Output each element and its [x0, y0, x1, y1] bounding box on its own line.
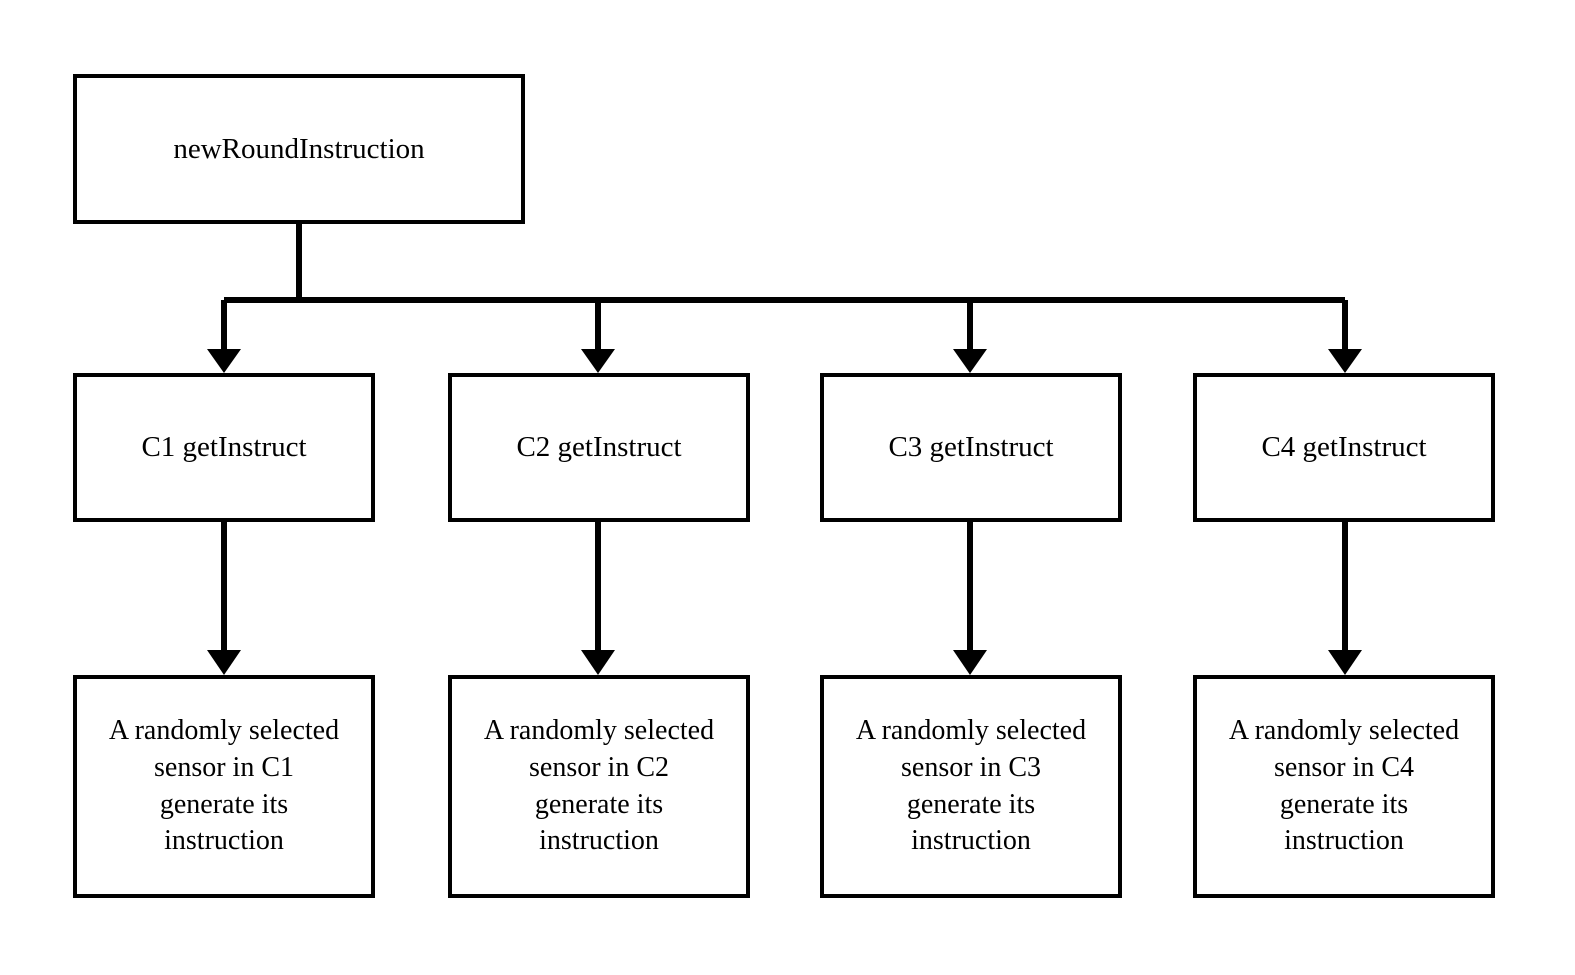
- node-c2-getinstruct[interactable]: C2 getInstruct: [448, 373, 750, 522]
- node-label-c2-getinstruct: C2 getInstruct: [516, 431, 682, 464]
- node-c3-leaf[interactable]: A randomly selected sensor in C3 generat…: [820, 675, 1122, 898]
- arrowhead-c3-leaf: [953, 650, 987, 675]
- node-label-new-round-instruction: newRoundInstruction: [173, 132, 425, 165]
- node-c4-getinstruct[interactable]: C4 getInstruct: [1193, 373, 1495, 522]
- node-label-c1-leaf: A randomly selected sensor in C1 generat…: [108, 714, 340, 857]
- node-new-round-instruction[interactable]: newRoundInstruction: [73, 74, 525, 224]
- arrowhead-c1: [207, 349, 241, 373]
- node-c1-leaf[interactable]: A randomly selected sensor in C1 generat…: [73, 675, 375, 898]
- node-label-c4-getinstruct: C4 getInstruct: [1261, 431, 1427, 464]
- node-label-c1-getinstruct: C1 getInstruct: [141, 431, 307, 464]
- node-c3-getinstruct[interactable]: C3 getInstruct: [820, 373, 1122, 522]
- node-label-c4-leaf: A randomly selected sensor in C4 generat…: [1228, 714, 1460, 857]
- node-label-c3-getinstruct: C3 getInstruct: [888, 431, 1054, 464]
- node-label-c3-leaf: A randomly selected sensor in C3 generat…: [855, 714, 1087, 857]
- arrowhead-c4: [1328, 349, 1362, 373]
- arrowhead-c2: [581, 349, 615, 373]
- node-c2-leaf[interactable]: A randomly selected sensor in C2 generat…: [448, 675, 750, 898]
- arrowhead-c3: [953, 349, 987, 373]
- node-label-c2-leaf: A randomly selected sensor in C2 generat…: [483, 714, 715, 857]
- arrowhead-c1-leaf: [207, 650, 241, 675]
- arrowhead-c4-leaf: [1328, 650, 1362, 675]
- node-c4-leaf[interactable]: A randomly selected sensor in C4 generat…: [1193, 675, 1495, 898]
- node-c1-getinstruct[interactable]: C1 getInstruct: [73, 373, 375, 522]
- arrowhead-c2-leaf: [581, 650, 615, 675]
